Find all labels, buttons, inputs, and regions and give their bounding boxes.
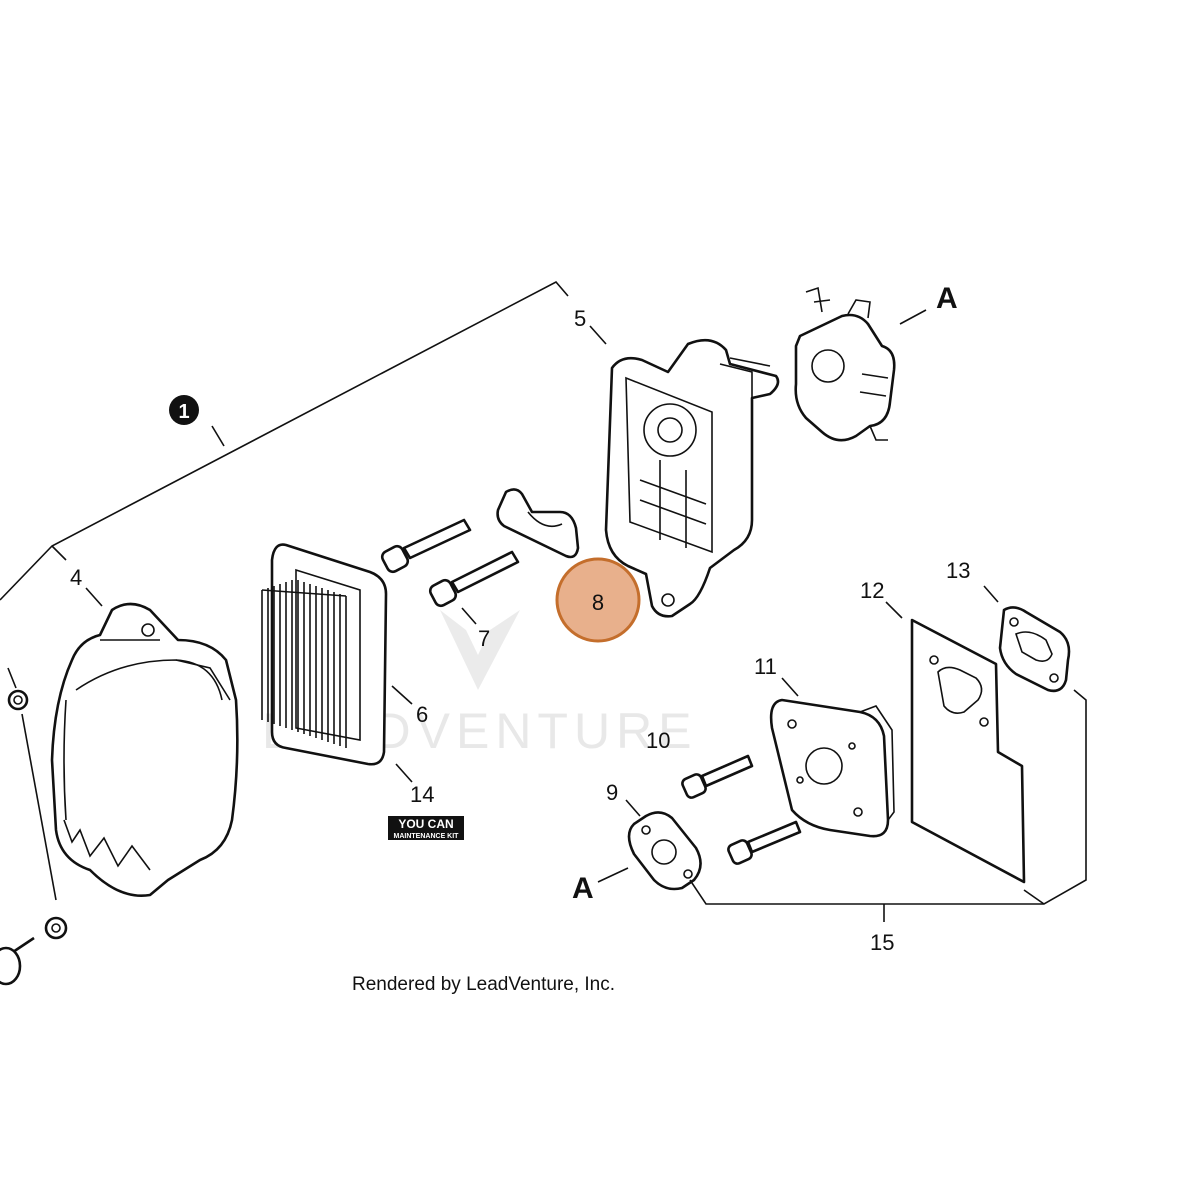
callout-7[interactable]: 7: [478, 626, 490, 651]
air-cleaner-cover: [50, 602, 239, 897]
callout-5[interactable]: 5: [574, 306, 586, 331]
washer-upper: [7, 689, 29, 711]
svg-text:1: 1: [178, 401, 189, 423]
gasket-13: [998, 606, 1071, 693]
callout-8-highlight[interactable]: 8: [555, 557, 641, 643]
callout-6[interactable]: 6: [416, 702, 428, 727]
callout-13[interactable]: 13: [946, 558, 970, 583]
air-cleaner-base: [604, 338, 780, 618]
washer-lower: [44, 916, 68, 940]
svg-text:8: 8: [592, 590, 604, 615]
callout-10[interactable]: 10: [646, 728, 670, 753]
callout-14[interactable]: 14: [410, 782, 434, 807]
callout-4[interactable]: 4: [70, 565, 82, 590]
callout-11[interactable]: 11: [754, 654, 777, 679]
label-A-bottom: A: [572, 872, 594, 905]
carburetor: [794, 286, 896, 442]
gasket-9: [627, 811, 702, 891]
bolt-10-lower: [727, 820, 802, 865]
you-can-kit-badge: YOU CAN MAINTENANCE KIT: [388, 816, 464, 840]
air-filter: [261, 543, 388, 766]
assembly-bracket-1: [0, 280, 569, 601]
bolt-lower: [428, 550, 520, 608]
callout-15[interactable]: 15: [870, 930, 894, 955]
gasket-12: [910, 618, 1026, 884]
cover-knob: [0, 936, 35, 986]
bracket-plate: [496, 488, 580, 559]
render-credit: Rendered by LeadVenture, Inc.: [352, 974, 615, 995]
bolt-10-upper: [681, 754, 754, 799]
callout-9[interactable]: 9: [606, 780, 618, 805]
callout-12[interactable]: 12: [860, 578, 884, 603]
bolt-upper: [380, 518, 472, 574]
label-A-top: A: [936, 282, 958, 315]
insulator-11: [769, 698, 895, 838]
svg-text:YOU CAN: YOU CAN: [398, 817, 453, 831]
assembly-bracket-15: [689, 689, 1087, 922]
callout-1[interactable]: 1: [169, 395, 199, 425]
svg-text:MAINTENANCE KIT: MAINTENANCE KIT: [394, 833, 460, 840]
